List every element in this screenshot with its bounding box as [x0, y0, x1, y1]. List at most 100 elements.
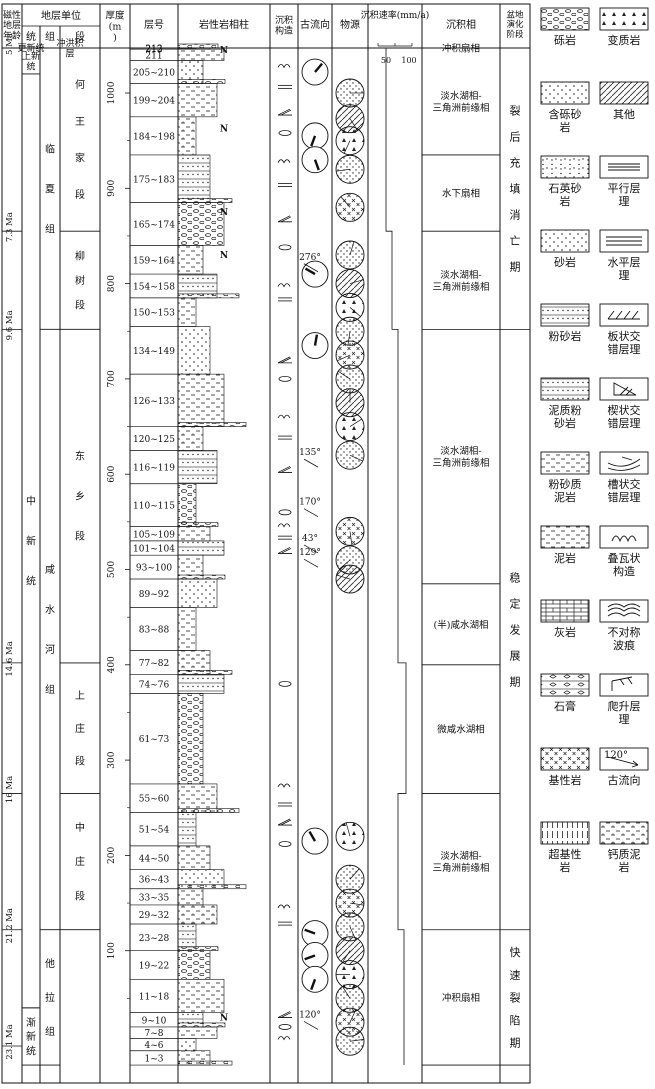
legend-label-quartz_sandstone: 石英砂: [549, 181, 582, 195]
svg-text:定: 定: [510, 596, 521, 610]
paleocurrent-label-5: 120°: [299, 1010, 321, 1020]
litho-block-159~164: [177, 245, 204, 275]
sed-structure-10: [277, 356, 292, 364]
series-unit-1: 上新统: [22, 50, 40, 72]
litho-lens-36~43: [177, 884, 247, 890]
svg-text:何: 何: [75, 78, 85, 91]
legend-label-gypsum: 石膏: [554, 699, 576, 713]
sed-structure-11: [278, 375, 292, 382]
svg-text:构造: 构造: [275, 24, 293, 36]
litho-mark-4: N: [220, 1013, 228, 1023]
svg-text:统: 统: [26, 60, 35, 72]
legend-label-climbing-1: 理: [619, 713, 630, 726]
litho-block-61~73: [177, 693, 204, 785]
svg-text:段: 段: [75, 530, 85, 543]
litho-block-74~76: [177, 674, 225, 694]
facies-3: 淡水湖相-三角洲前缘相: [432, 269, 489, 293]
legend-value-paleocurrent: 120°: [604, 750, 628, 761]
thickness-tick-1000: 1000: [107, 81, 117, 104]
litho-block-175~183: [177, 154, 211, 203]
legend-label-mudstone: 泥岩: [554, 551, 576, 565]
svg-text:磁性: 磁性: [3, 9, 21, 21]
layer-1~3: 1~3: [145, 1054, 164, 1064]
legend-label-parallel_bedding-1: 理: [619, 195, 630, 208]
legend-label-ultrabasic: 超基性: [549, 847, 582, 861]
legend-label-limestone: 灰岩: [554, 625, 576, 639]
group-unit-1: 临夏组: [45, 142, 55, 235]
paleocurrent-label-4: 129°: [299, 548, 321, 558]
paleocurrent-label-1: 135°: [299, 448, 321, 458]
layer-199~204: 199~204: [133, 97, 175, 107]
series-unit-2: 中新统: [26, 495, 36, 588]
thickness-tick-900: 900: [107, 179, 117, 196]
legend-swatch-muddy_siltstone: [540, 377, 590, 401]
legend-label-horizontal_bedding: 水平层: [608, 256, 641, 269]
litho-lens-126~133: [177, 422, 247, 427]
legend-label-siltstone: 粉砂岩: [549, 329, 582, 343]
layer-19~22: 19~22: [139, 961, 169, 971]
legend-label-quartz_sandstone-1: 岩: [560, 194, 571, 208]
legend-glyph-ripple: [607, 603, 641, 617]
thickness-tick-400: 400: [107, 656, 117, 673]
svg-text:组: 组: [45, 222, 55, 235]
svg-text:统: 统: [26, 575, 36, 588]
age-4: 16 Ma: [5, 776, 15, 803]
layer-116~119: 116~119: [133, 464, 175, 474]
legend-label-pebbly_sandstone: 含砾砂: [549, 107, 582, 121]
layer-23~28: 23~28: [139, 934, 170, 944]
layer-165~174: 165~174: [133, 221, 175, 231]
litho-lens-154~158: [177, 293, 240, 299]
legend-glyph-wedge_cross: [613, 382, 637, 396]
series-unit-0: 更新统: [17, 42, 44, 54]
litho-lens-9~10: [177, 1022, 226, 1028]
svg-text:期: 期: [510, 1036, 521, 1049]
litho-lens-77~82: [177, 670, 233, 675]
legend-glyph-climbing: [611, 676, 633, 691]
svg-text:年龄: 年龄: [3, 30, 21, 42]
legend-glyph-planar_cross: [607, 310, 640, 320]
svg-text:夏: 夏: [45, 183, 55, 195]
legend-label-silty_mudstone-1: 泥岩: [554, 490, 576, 504]
thickness-tick-500: 500: [107, 561, 117, 578]
layer-9~10: 9~10: [142, 1016, 167, 1026]
svg-text:段: 段: [75, 889, 85, 902]
facies-7: 淡水湖相-三角洲前缘相: [432, 850, 489, 874]
svg-text:上: 上: [75, 690, 85, 702]
svg-text:河: 河: [45, 644, 55, 656]
age-2: 9.6 Ma: [5, 310, 15, 340]
svg-text:组: 组: [45, 1025, 55, 1038]
layer-55~60: 55~60: [139, 795, 170, 805]
svg-text:庄: 庄: [75, 722, 85, 735]
header-paleocurrent: 古流向: [300, 18, 330, 31]
header-lithology-column: 岩性岩相柱: [199, 18, 249, 31]
header-facies: 沉积相: [446, 18, 476, 31]
layer-74~76: 74~76: [139, 680, 170, 690]
litho-lens-110~115: [177, 522, 219, 527]
layer-205~210: 205~210: [133, 69, 175, 79]
facies-4: 淡水湖相-三角洲前缘相: [432, 445, 489, 469]
svg-text:(m: (m: [109, 21, 122, 32]
layer-7~8: 7~8: [145, 1029, 164, 1039]
legend-label-other: 其他: [613, 108, 635, 121]
paleocurrent-label-3: 43°: [302, 534, 318, 544]
layer-29~32: 29~32: [139, 911, 169, 921]
legend-label-planar_cross-1: 错层理: [608, 342, 641, 356]
legend-label-calc_mudstone: 钙质泥: [608, 847, 641, 861]
svg-text:期: 期: [510, 261, 521, 274]
litho-mark-1: N: [220, 124, 228, 134]
legend-swatch-silty_mudstone: [540, 451, 590, 475]
legend-label-ripple-1: 波痕: [613, 638, 635, 652]
header-group: 组: [45, 30, 55, 43]
header-sedimentation-rate: 沉积速率(mm/a): [361, 9, 430, 21]
sed-structure-18: [277, 547, 292, 554]
litho-block-116~119: [177, 450, 218, 485]
svg-text:统: 统: [26, 1044, 36, 1057]
layer-120~125: 120~125: [133, 435, 175, 445]
layer-83~88: 83~88: [139, 626, 170, 636]
legend-label-basic: 基性岩: [549, 773, 582, 787]
layer-150~153: 150~153: [133, 309, 175, 319]
legend-swatch-ultrabasic: [540, 821, 590, 845]
sed-structure-23: [278, 841, 292, 847]
legend-glyph-horizontal_bedding: [606, 236, 642, 246]
